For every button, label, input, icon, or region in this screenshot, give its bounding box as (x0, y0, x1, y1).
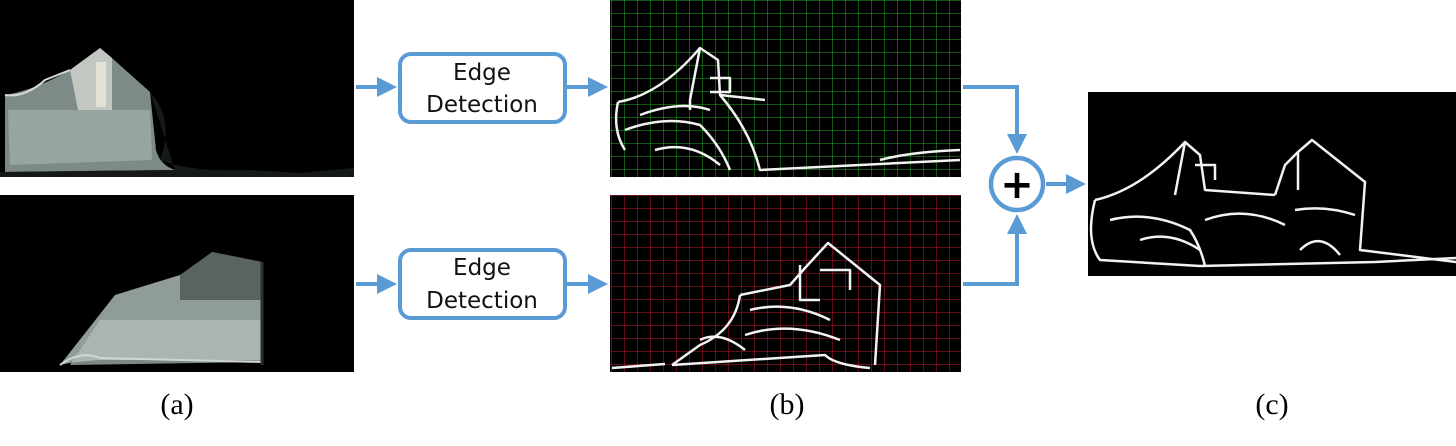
plus-symbol: + (1000, 162, 1034, 208)
connector-bottom-to-merge (963, 214, 1027, 286)
edge-map-bottom-red-grid (610, 195, 961, 372)
panorama-input-top (0, 0, 354, 177)
caption-c: (c) (1255, 388, 1288, 421)
fused-edge-map (1088, 92, 1456, 276)
edge-detection-top-line2: Detection (426, 92, 538, 118)
edge-detection-bottom-line1: Edge (453, 255, 511, 281)
caption-a: (a) (160, 388, 193, 421)
edge-detection-box-bottom: Edge Detection (398, 248, 567, 320)
plus-icon: + (988, 155, 1046, 213)
edge-detection-top-line1: Edge (453, 60, 511, 86)
edge-detection-box-top: Edge Detection (398, 52, 567, 124)
caption-b: (b) (770, 388, 805, 421)
edge-map-top-green-grid (610, 0, 961, 177)
edge-detection-bottom-line2: Detection (426, 288, 538, 314)
panorama-input-bottom (0, 195, 354, 372)
connector-top-to-merge (963, 85, 1027, 154)
